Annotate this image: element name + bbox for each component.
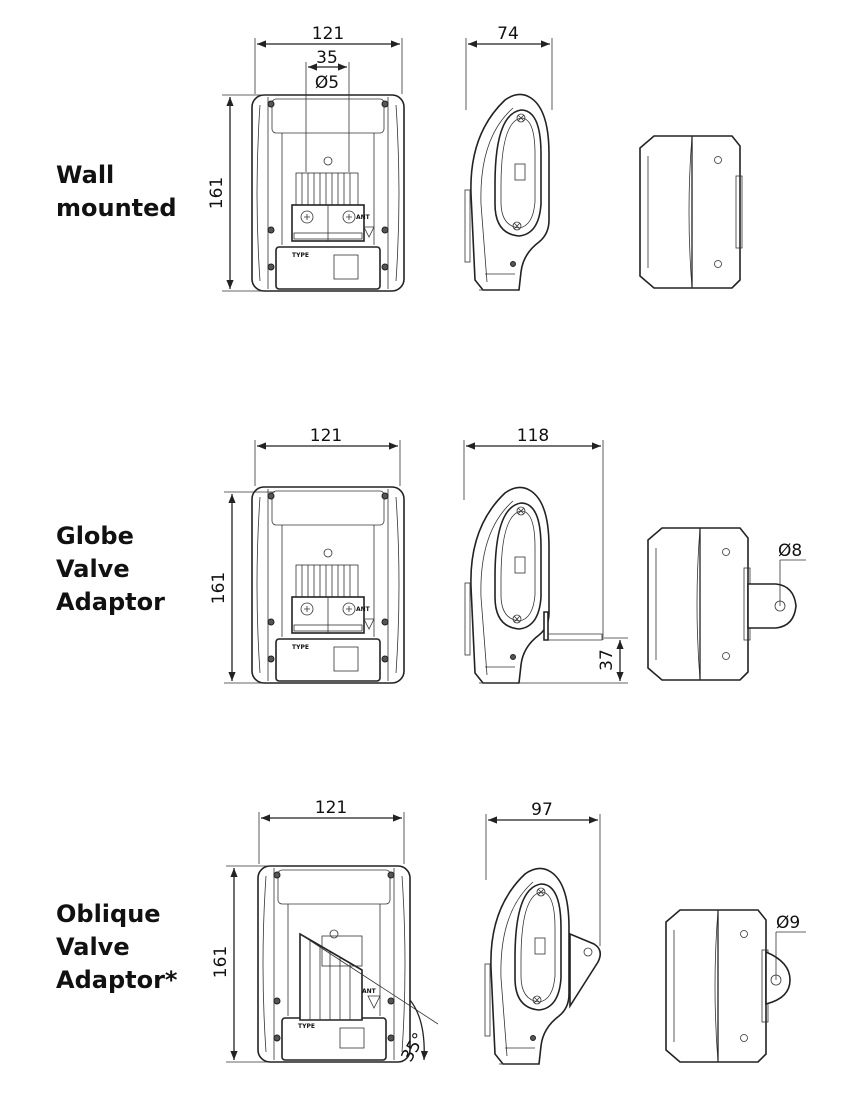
type-text: TYPE: [292, 252, 309, 259]
label-globe-line1: Globe: [56, 522, 134, 550]
dim-height-globe: 161: [209, 572, 229, 604]
label-wall-line2: mounted: [56, 194, 177, 222]
row-oblique-valve: ANT TYPE 121 161 35° 97: [211, 798, 806, 1066]
top-view-globe: Ø8: [647, 527, 806, 681]
row-globe-valve: TYPE ANT 121 161 118 37: [209, 426, 806, 684]
row-labels: Wall mounted Globe Valve Adaptor Oblique…: [56, 161, 178, 994]
type-text-globe: TYPE: [292, 644, 309, 651]
ant-text-globe: ANT: [356, 606, 371, 613]
dim-width-globe: 121: [310, 426, 342, 446]
dim-hole-wall: Ø5: [315, 73, 339, 93]
dim-pitch-wall: 35: [316, 48, 338, 68]
side-view-oblique: 97: [484, 800, 602, 1065]
label-wall-line1: Wall: [56, 161, 114, 189]
label-oblique-line3: Adaptor*: [56, 966, 178, 994]
label-globe-line2: Valve: [56, 555, 130, 583]
type-text-oblique: TYPE: [298, 1023, 315, 1030]
front-view-wall: TYPE ANT 121 35 Ø5 161: [207, 24, 405, 292]
dim-width-oblique: 121: [315, 798, 347, 818]
front-view-globe: TYPE ANT 121 161: [209, 426, 405, 684]
top-view-wall: [639, 135, 743, 289]
label-oblique-line2: Valve: [56, 933, 130, 961]
label-globe-line3: Adaptor: [56, 588, 165, 616]
dim-depth-globe: 118: [517, 426, 549, 446]
dim-width-wall: 121: [312, 24, 344, 44]
ant-text-oblique: ANT: [362, 988, 377, 995]
dim-hole-globe: Ø8: [778, 541, 802, 561]
ant-text: ANT: [356, 214, 371, 221]
label-oblique-line1: Oblique: [56, 900, 161, 928]
top-view-oblique: Ø9: [665, 909, 806, 1063]
row-wall-mounted: TYPE ANT 121 35 Ø5 161 74: [207, 24, 743, 292]
side-view-wall: 74: [464, 24, 553, 291]
dim-depth-wall: 74: [497, 24, 519, 44]
dim-depth-oblique: 97: [531, 800, 553, 820]
dim-offset-globe: 37: [597, 649, 617, 671]
front-view-oblique: ANT TYPE 121 161 35°: [211, 798, 439, 1066]
dim-height-wall: 161: [207, 177, 227, 209]
side-view-globe: 118 37: [463, 426, 628, 684]
dim-height-oblique: 161: [211, 946, 231, 978]
dim-hole-oblique: Ø9: [776, 913, 800, 933]
